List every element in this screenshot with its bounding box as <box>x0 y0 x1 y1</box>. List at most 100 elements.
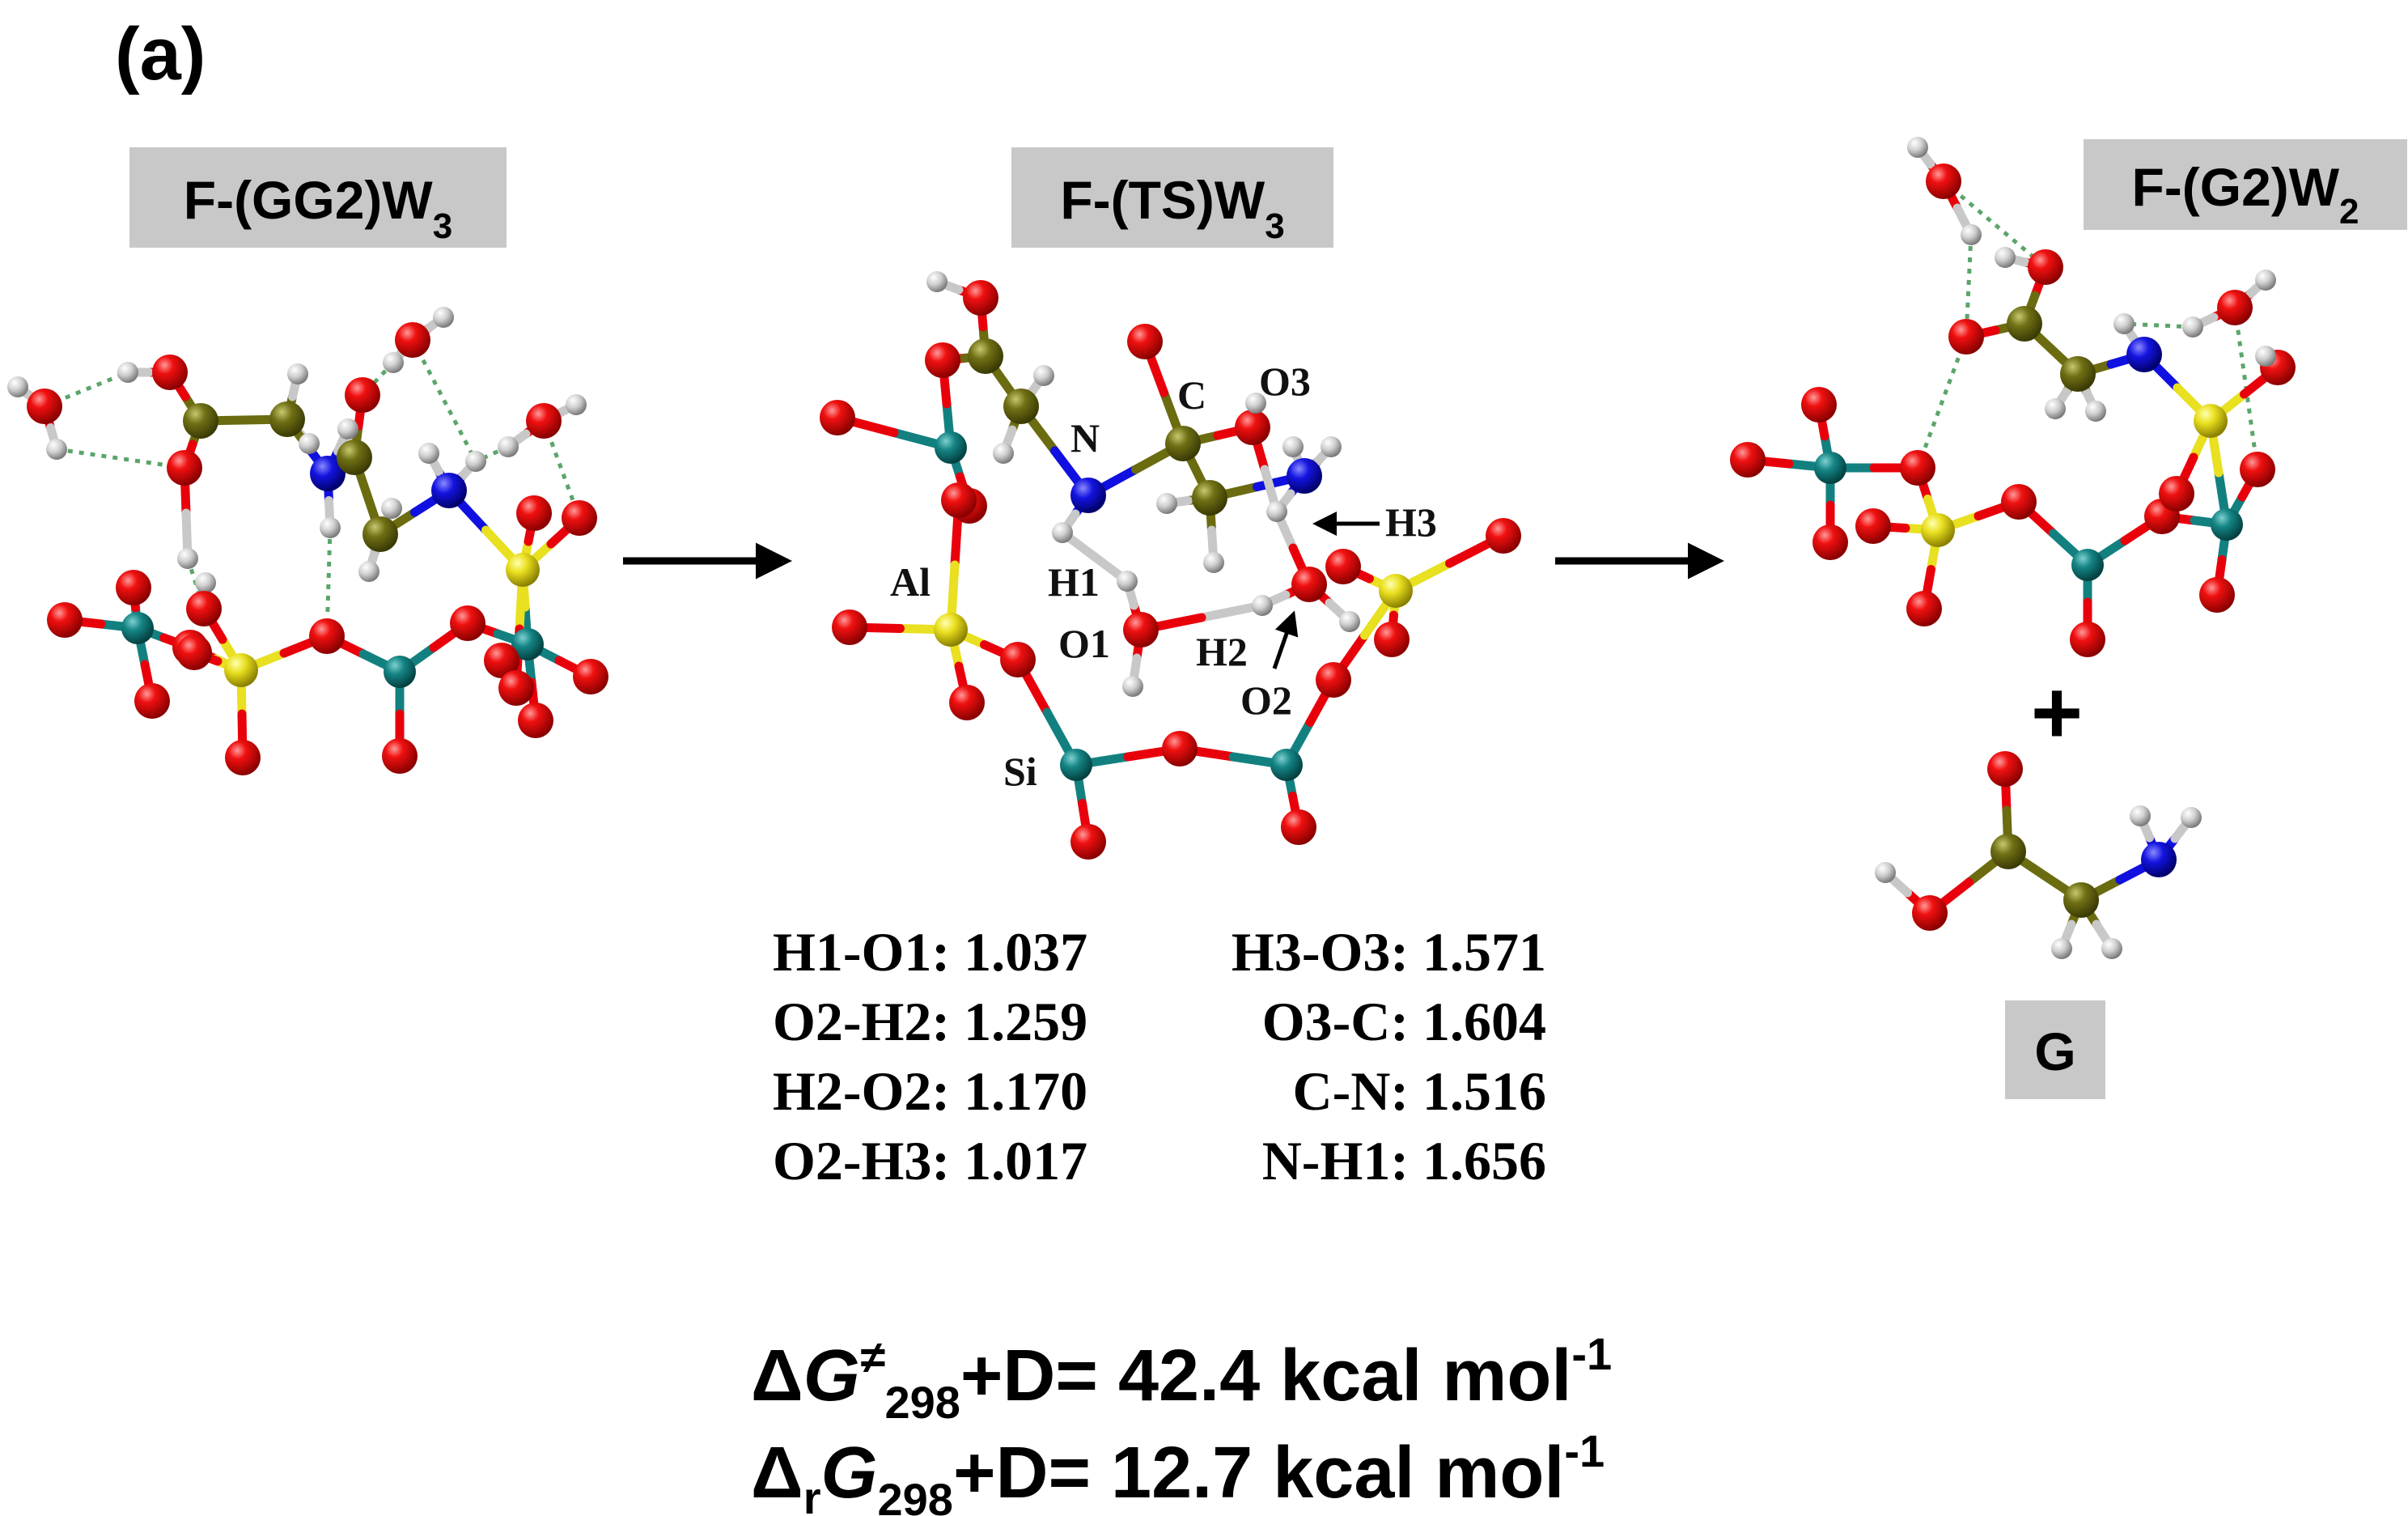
c-atom <box>183 403 218 439</box>
h-atom <box>1339 611 1360 632</box>
h-atom <box>1282 436 1304 457</box>
o-atom <box>309 618 345 654</box>
h-atom <box>2051 938 2072 959</box>
ts-label: F-(TS)W3 <box>1011 147 1333 248</box>
c-atom <box>1165 426 1201 461</box>
h-atom <box>1875 862 1896 883</box>
h-atom <box>287 363 308 384</box>
o-atom <box>152 355 188 390</box>
o-atom <box>382 738 418 774</box>
o-atom <box>1281 809 1316 845</box>
c-atom <box>269 401 305 437</box>
h-atom <box>433 307 454 328</box>
o-atom <box>1291 567 1327 602</box>
atom-label-C: C <box>1177 372 1206 418</box>
h-atom <box>177 548 198 569</box>
si-atom <box>2071 549 2104 581</box>
al-atom <box>1921 513 1955 547</box>
atom-label-H2: H2 <box>1196 629 1248 674</box>
distance-right-1: H3-O3: 1.571 <box>1232 921 1546 983</box>
c-atom <box>2063 882 2099 918</box>
h-atom <box>337 418 358 440</box>
h-atom <box>1321 436 1342 457</box>
o-atom <box>941 482 977 518</box>
o-atom <box>1235 410 1270 445</box>
panel-tag: (a) <box>115 13 206 96</box>
si-atom <box>1060 749 1092 781</box>
distance-right-4: N-H1: 1.656 <box>1262 1130 1546 1191</box>
o-atom <box>2199 577 2235 613</box>
o-atom <box>450 605 485 641</box>
reactant-structure <box>7 307 608 775</box>
o-atom <box>2070 622 2105 657</box>
al-atom <box>934 613 968 647</box>
h-atom <box>117 362 138 383</box>
o-atom <box>186 591 222 626</box>
c-atom <box>2007 306 2042 342</box>
hydrogen-bond <box>2123 321 2194 329</box>
hydrogen-bond <box>1942 180 2047 269</box>
o-atom <box>27 389 62 424</box>
h-atom <box>498 436 519 457</box>
c-atom <box>337 440 372 475</box>
o-atom <box>2240 452 2275 487</box>
c-atom <box>2060 356 2096 392</box>
h-atom <box>418 443 439 464</box>
bond <box>1136 601 1267 635</box>
o-atom <box>116 570 151 605</box>
o-atom <box>395 322 430 358</box>
o-atom <box>1900 450 1935 486</box>
o-atom <box>1987 751 2023 787</box>
h-atom <box>566 394 587 415</box>
atom-label-N: N <box>1070 415 1100 461</box>
h-atom <box>2181 807 2202 828</box>
h-atom <box>1033 365 1054 386</box>
o-atom <box>1812 524 1848 560</box>
atom-label-O3: O3 <box>1259 359 1311 404</box>
atom-label-Al: Al <box>890 559 931 605</box>
si-atom <box>384 656 416 688</box>
o-atom <box>1730 442 1766 478</box>
o-atom <box>820 400 855 435</box>
bond <box>946 495 964 635</box>
distance-left-1: H1-O1: 1.037 <box>773 921 1087 983</box>
reaction-energy: ΔrG298+D= 12.7 kcal mol-1 <box>751 1425 1605 1516</box>
activation-energy: ΔG≠298+D= 42.4 kcal mol-1 <box>751 1328 1612 1428</box>
o-atom <box>167 450 202 486</box>
h-atom <box>1252 595 1273 616</box>
h-atom <box>1156 493 1177 514</box>
si-atom <box>511 628 544 660</box>
glycine-structure <box>1875 751 2202 959</box>
si-atom <box>1814 452 1846 484</box>
al-atom <box>1379 574 1413 608</box>
h-atom <box>2101 938 2122 959</box>
h-atom <box>1117 571 1138 592</box>
o-atom <box>832 609 867 645</box>
o-atom <box>1162 731 1198 766</box>
n-atom <box>1287 458 1322 494</box>
c-atom <box>1003 389 1039 424</box>
h-atom <box>2045 398 2066 419</box>
reactant-label-main: F-(GG2)W <box>184 170 434 230</box>
o-atom <box>963 280 998 316</box>
h-atom <box>7 376 28 397</box>
o-atom <box>484 643 519 678</box>
h-atom <box>1995 247 2016 268</box>
h-atom <box>383 352 404 373</box>
distance-left-4: O2-H3: 1.017 <box>773 1130 1087 1191</box>
c-atom <box>362 516 398 552</box>
o-atom <box>2217 290 2253 325</box>
o2-pointer <box>1272 610 1299 669</box>
o-atom <box>1123 612 1159 648</box>
o-atom <box>1801 387 1837 423</box>
h-atom <box>2182 316 2203 338</box>
si-atom <box>1270 749 1303 781</box>
o-atom <box>498 670 534 706</box>
h-atom <box>465 451 486 472</box>
svg-text:F-(GG2)W3: F-(GG2)W3 <box>184 170 452 246</box>
n-atom <box>2126 337 2162 372</box>
o-atom <box>1926 163 1961 199</box>
atom-label-H3: H3 <box>1385 499 1437 545</box>
o-atom <box>518 703 553 738</box>
n-atom <box>310 456 346 491</box>
